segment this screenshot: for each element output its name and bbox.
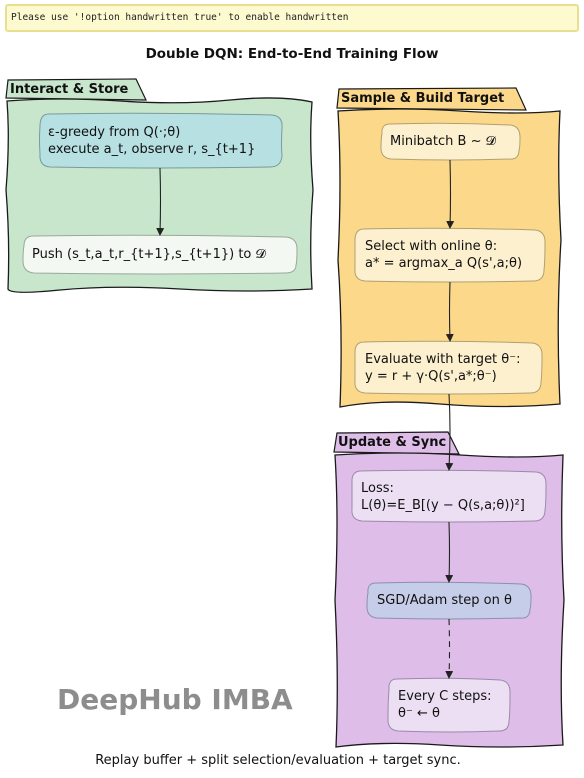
sync-node: Every C steps: θ⁻ ← θ xyxy=(398,688,492,722)
handwritten-option-banner: Please use '!option handwritten true' to… xyxy=(5,4,579,32)
sync-line1: Every C steps: xyxy=(398,689,492,704)
edge-evaluate-to-loss xyxy=(445,393,454,471)
loss-line2: L(θ)=E_B[(y − Q(s,a;θ))²] xyxy=(361,498,525,513)
minibatch-node-box xyxy=(380,122,521,161)
push-node: Push (s_t,a_t,r_{t+1},s_{t+1}) to 𝓓 xyxy=(32,246,265,263)
sample-build-label: Sample & Build Target xyxy=(341,91,505,106)
egreedy-line2: execute a_t, observe r, s_{t+1} xyxy=(48,142,256,157)
edge-loss-to-sgd xyxy=(445,521,454,583)
sync-node-box xyxy=(387,677,511,733)
evaluate-node: Evaluate with target θ⁻: y = r + γ·Q(s',… xyxy=(365,351,521,385)
select-line1: Select with online θ: xyxy=(365,239,498,254)
loss-node-box xyxy=(351,469,547,523)
minibatch-line1: Minibatch B ~ 𝓓 xyxy=(390,134,496,149)
edge-egreedy-to-push xyxy=(156,167,165,236)
select-node: Select with online θ: a* = argmax_a Q(s'… xyxy=(365,238,522,272)
push-line1: Push (s_t,a_t,r_{t+1},s_{t+1}) to 𝓓 xyxy=(32,247,266,262)
egreedy-node: ε-greedy from Q(·;θ) execute a_t, observ… xyxy=(48,124,255,158)
evaluate-node-box xyxy=(354,340,543,395)
watermark-logo: DeepHub IMBA xyxy=(57,683,293,716)
edge-sgd-to-sync xyxy=(445,618,454,679)
diagram-title: Double DQN: End-to-End Training Flow xyxy=(145,46,439,62)
egreedy-node-box xyxy=(39,112,283,169)
edge-select-to-evaluate xyxy=(445,281,454,342)
interact-store-label: Interact & Store xyxy=(10,82,129,97)
loss-node: Loss: L(θ)=E_B[(y − Q(s,a;θ))²] xyxy=(361,480,525,514)
sgd-line1: SGD/Adam step on θ xyxy=(377,593,512,608)
sync-line2: θ⁻ ← θ xyxy=(398,706,440,721)
update-sync-label: Update & Sync xyxy=(338,435,447,450)
sample-build-tab xyxy=(336,87,527,111)
select-line2: a* = argmax_a Q(s',a;θ) xyxy=(365,256,523,271)
evaluate-line1: Evaluate with target θ⁻: xyxy=(365,352,521,367)
push-node-box xyxy=(22,234,298,275)
select-node-box xyxy=(354,227,546,283)
diagram-caption: Replay buffer + split selection/evaluati… xyxy=(95,753,461,768)
egreedy-line1: ε-greedy from Q(·;θ) xyxy=(48,125,181,140)
edge-minibatch-to-select xyxy=(446,159,455,229)
minibatch-node: Minibatch B ~ 𝓓 xyxy=(390,133,496,150)
sgd-node: SGD/Adam step on θ xyxy=(377,592,512,609)
evaluate-line2: y = r + γ·Q(s',a*;θ⁻) xyxy=(365,369,497,384)
loss-line1: Loss: xyxy=(361,481,394,496)
sgd-node-box xyxy=(366,581,532,620)
